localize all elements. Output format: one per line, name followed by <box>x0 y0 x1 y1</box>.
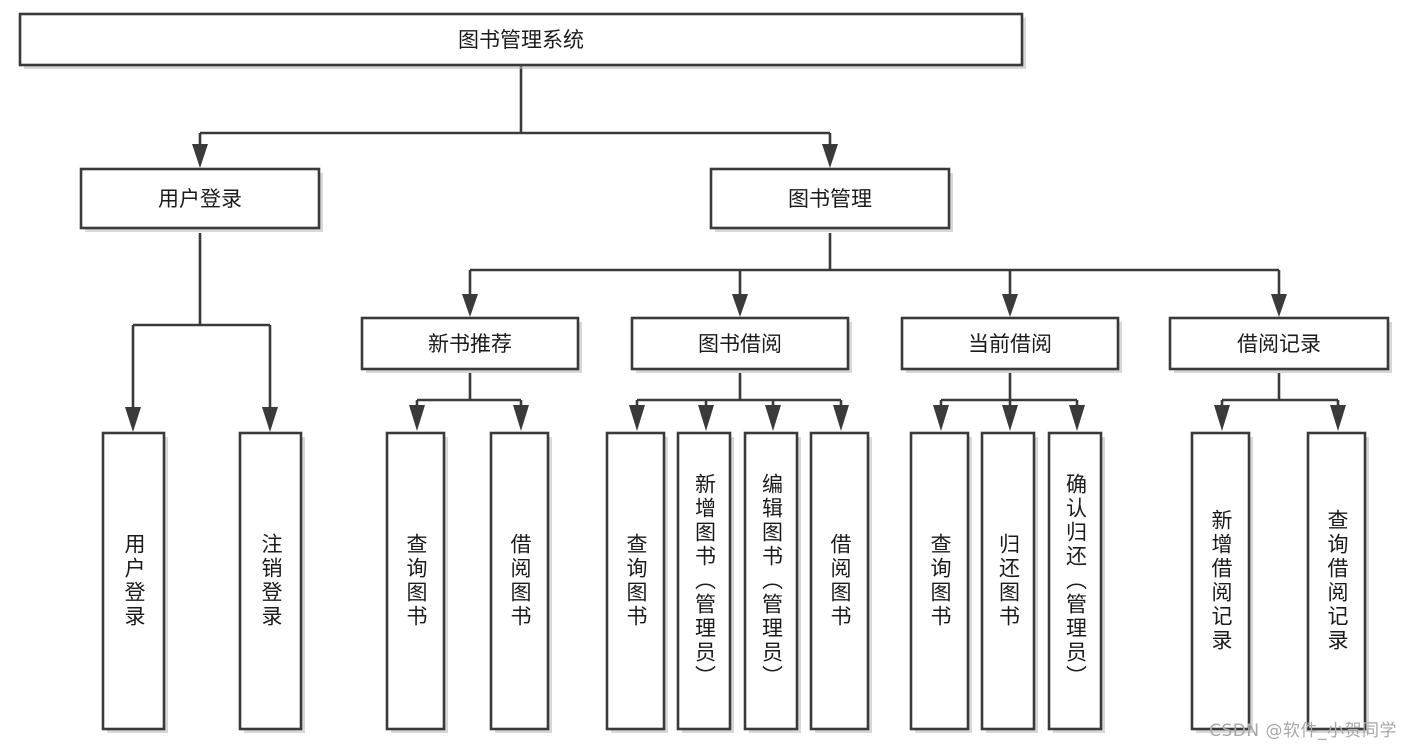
arrow-head-book-borrow <box>732 294 748 317</box>
node-book-borrow[interactable]: 图书借阅 <box>630 316 852 373</box>
leaf-node-user-login[interactable] <box>101 431 168 733</box>
connector-group-borrow-record-to-leaves <box>1214 373 1346 431</box>
arrow-head-leaf-user-login <box>125 407 141 432</box>
leaf-confirm-return-box[interactable] <box>1047 431 1103 731</box>
node-root-label: 图书管理系统 <box>458 28 584 52</box>
node-user-login[interactable]: 用户登录 <box>79 167 323 232</box>
leaf-edit-book-box[interactable] <box>743 431 799 731</box>
node-current-borrow[interactable]: 当前借阅 <box>900 316 1122 373</box>
node-book-manage-box[interactable] <box>709 167 951 230</box>
leaf-node-return-book[interactable] <box>980 431 1038 733</box>
connector-group-current-borrow-to-leaves <box>933 373 1085 431</box>
leaf-add-book-box[interactable] <box>676 431 732 731</box>
leaf-query-book-2-box[interactable] <box>605 431 666 731</box>
arrow-head-borrow-record <box>1271 294 1287 317</box>
leaf-borrow-book-1-box[interactable] <box>489 431 550 731</box>
node-new-book-recommend-label: 新书推荐 <box>428 332 512 356</box>
arrow-head-leaf-edit-book <box>765 405 781 431</box>
node-root[interactable]: 图书管理系统 <box>18 12 1026 69</box>
connector-group-new-book-to-leaves <box>409 373 529 431</box>
leaf-query-book-1-box[interactable] <box>385 431 446 731</box>
leaf-node-query-book-3[interactable] <box>909 431 972 733</box>
leaf-node-query-book-2[interactable] <box>605 431 668 733</box>
node-book-manage-label: 图书管理 <box>788 187 872 211</box>
leaf-return-book-box[interactable] <box>980 431 1036 731</box>
connector-group-book-borrow-to-leaves <box>629 373 849 431</box>
arrow-head-leaf-borrow-book-1 <box>513 405 529 431</box>
node-root-box[interactable] <box>18 12 1024 67</box>
arrow-head-leaf-borrow-book-2 <box>833 405 849 431</box>
leaf-node-query-book-1[interactable] <box>385 431 448 733</box>
leaf-node-logout-login[interactable] <box>238 431 305 733</box>
arrow-head-leaf-confirm-return <box>1069 405 1085 431</box>
arrow-head-book-manage <box>822 144 838 168</box>
leaf-logout-login-box[interactable] <box>238 431 303 731</box>
node-user-login-label: 用户登录 <box>158 187 242 211</box>
arrow-head-user-login <box>192 144 208 168</box>
arrow-head-leaf-query-book-1 <box>409 405 425 431</box>
arrow-head-leaf-add-record <box>1214 405 1230 431</box>
leaf-user-login-box[interactable] <box>101 431 166 731</box>
leaf-add-record-box[interactable] <box>1190 431 1251 731</box>
node-current-borrow-box[interactable] <box>900 316 1120 371</box>
arrow-head-leaf-query-book-3 <box>933 405 949 431</box>
node-book-borrow-box[interactable] <box>630 316 850 371</box>
leaf-query-record-box[interactable] <box>1306 431 1367 731</box>
connector-group-root-to-level2 <box>192 66 838 168</box>
arrow-head-leaf-query-record <box>1330 405 1346 431</box>
connector-group-book-manage-to-level3 <box>462 233 1287 317</box>
leaf-node-add-book[interactable] <box>676 431 734 733</box>
node-book-borrow-label: 图书借阅 <box>698 332 782 356</box>
watermark-text: CSDN @软件_小贺同学 <box>1209 721 1397 741</box>
node-book-manage[interactable]: 图书管理 <box>709 167 953 232</box>
leaf-node-confirm-return[interactable] <box>1047 431 1105 733</box>
node-user-login-box[interactable] <box>79 167 321 230</box>
node-current-borrow-label: 当前借阅 <box>968 332 1052 356</box>
arrow-head-new-book <box>462 294 478 317</box>
leaf-query-book-3-box[interactable] <box>909 431 970 731</box>
leaf-node-borrow-book-2[interactable] <box>809 431 872 733</box>
leaf-node-add-record[interactable] <box>1190 431 1253 733</box>
leaf-node-query-record[interactable] <box>1306 431 1369 733</box>
connector-group-user-login-to-leaves <box>125 233 278 432</box>
node-new-book-recommend[interactable]: 新书推荐 <box>360 316 582 373</box>
arrow-head-leaf-add-book <box>698 405 714 431</box>
node-borrow-record[interactable]: 借阅记录 <box>1168 316 1392 373</box>
leaf-node-edit-book[interactable] <box>743 431 801 733</box>
arrow-head-leaf-return-book <box>1002 405 1018 431</box>
node-new-book-recommend-box[interactable] <box>360 316 580 371</box>
leaf-node-borrow-book-1[interactable] <box>489 431 552 733</box>
leaf-borrow-book-2-box[interactable] <box>809 431 870 731</box>
arrow-head-current-borrow <box>1002 294 1018 317</box>
node-borrow-record-box[interactable] <box>1168 316 1390 371</box>
arrow-head-leaf-logout <box>262 407 278 432</box>
node-borrow-record-label: 借阅记录 <box>1237 332 1321 356</box>
arrow-head-leaf-query-book-2 <box>629 405 645 431</box>
